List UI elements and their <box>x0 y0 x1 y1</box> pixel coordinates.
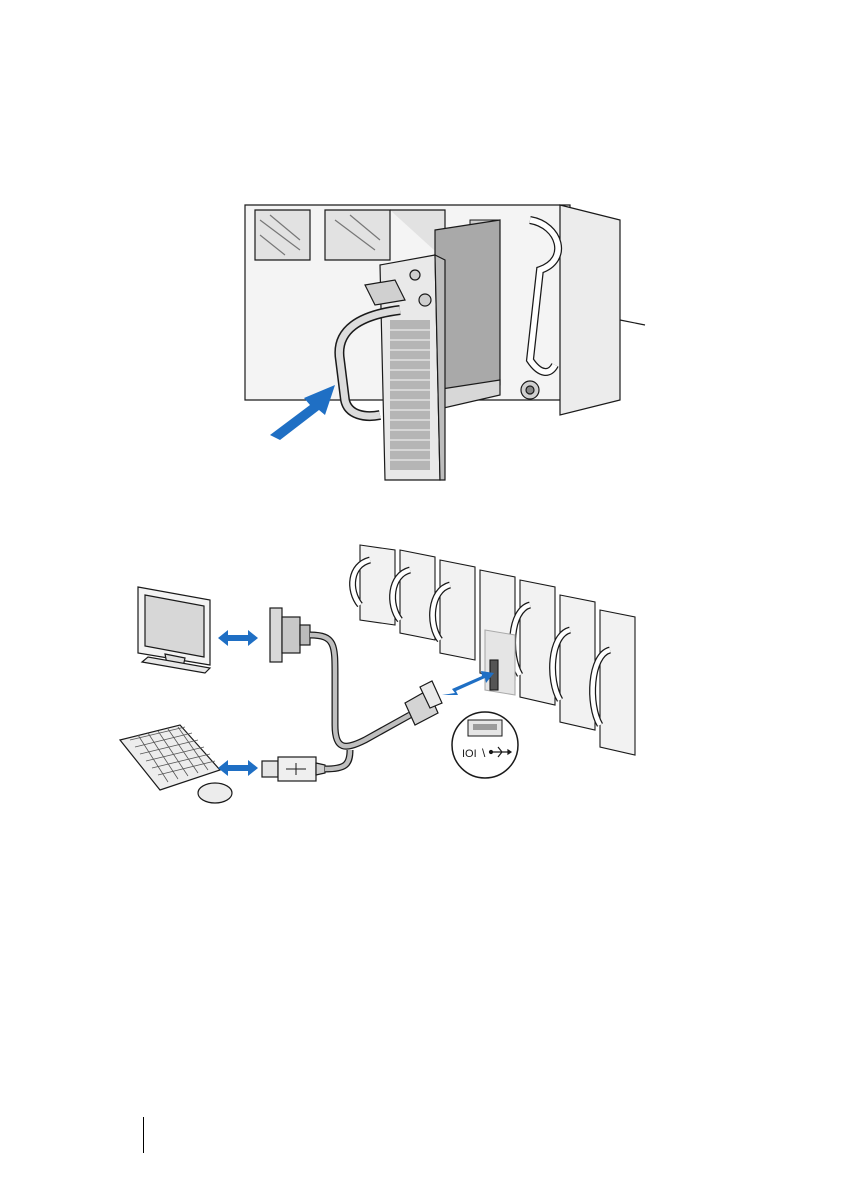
keyboard-icon <box>120 725 220 790</box>
port-callout: IOI \ <box>452 712 518 778</box>
usb-connector-icon <box>262 757 325 781</box>
mouse-icon <box>198 783 232 803</box>
monitor-double-arrow <box>218 630 258 646</box>
kvm-connection-illustration: IOI \ <box>110 535 655 835</box>
sled-insertion-illustration <box>240 200 660 485</box>
vga-connector-icon <box>270 608 310 662</box>
page-margin-rule <box>143 1117 144 1153</box>
keyboard-double-arrow <box>218 760 258 776</box>
port-label-ioi: IOI <box>462 748 477 760</box>
monitor-icon <box>138 587 210 673</box>
